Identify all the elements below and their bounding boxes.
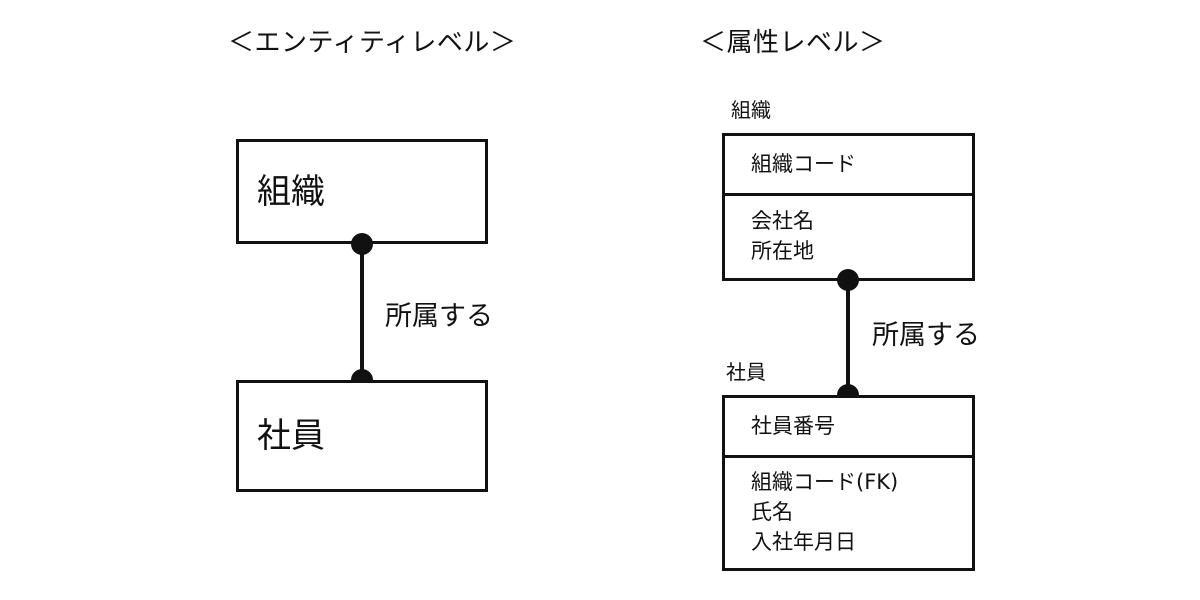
attribute-relationship-line <box>846 280 850 395</box>
table-employee-attribute-0: 組織コード(FK) <box>751 470 899 495</box>
table-employee-key-section: 社員番号 <box>725 398 972 458</box>
entity-relationship-dot-top <box>351 233 373 255</box>
entity-box-organization-label: 組織 <box>257 171 325 212</box>
entity-box-employee[interactable]: 社員 <box>236 380 488 492</box>
attribute-relationship-label: 所属する <box>872 320 980 351</box>
table-organization-attribute-0: 会社名 <box>751 209 814 234</box>
table-box-employee[interactable]: 社員番号 組織コード(FK) 氏名 入社年月日 <box>722 395 975 571</box>
entity-relationship-line <box>360 244 364 380</box>
table-name-organization: 組織 <box>731 98 771 122</box>
table-name-employee: 社員 <box>726 360 766 384</box>
table-employee-attribute-1: 氏名 <box>751 500 793 525</box>
entity-box-employee-label: 社員 <box>257 416 325 456</box>
table-organization-key-0: 組織コード <box>751 151 856 176</box>
attribute-relationship-dot-top <box>837 269 859 291</box>
entity-relationship-label: 所属する <box>385 301 493 332</box>
table-organization-attribute-1: 所在地 <box>751 239 814 263</box>
table-organization-attribute-section: 会社名 所在地 <box>725 196 972 278</box>
table-employee-attribute-section: 組織コード(FK) 氏名 入社年月日 <box>725 458 972 568</box>
table-box-organization[interactable]: 組織コード 会社名 所在地 <box>722 133 975 281</box>
table-organization-key-section: 組織コード <box>725 136 972 196</box>
table-employee-attribute-2: 入社年月日 <box>751 529 856 554</box>
attribute-level-panel-title: ＜属性レベル＞ <box>700 28 886 58</box>
entity-level-panel-title: ＜エンティティレベル＞ <box>228 28 517 58</box>
entity-box-organization[interactable]: 組織 <box>236 139 488 244</box>
table-employee-key-0: 社員番号 <box>751 413 835 438</box>
